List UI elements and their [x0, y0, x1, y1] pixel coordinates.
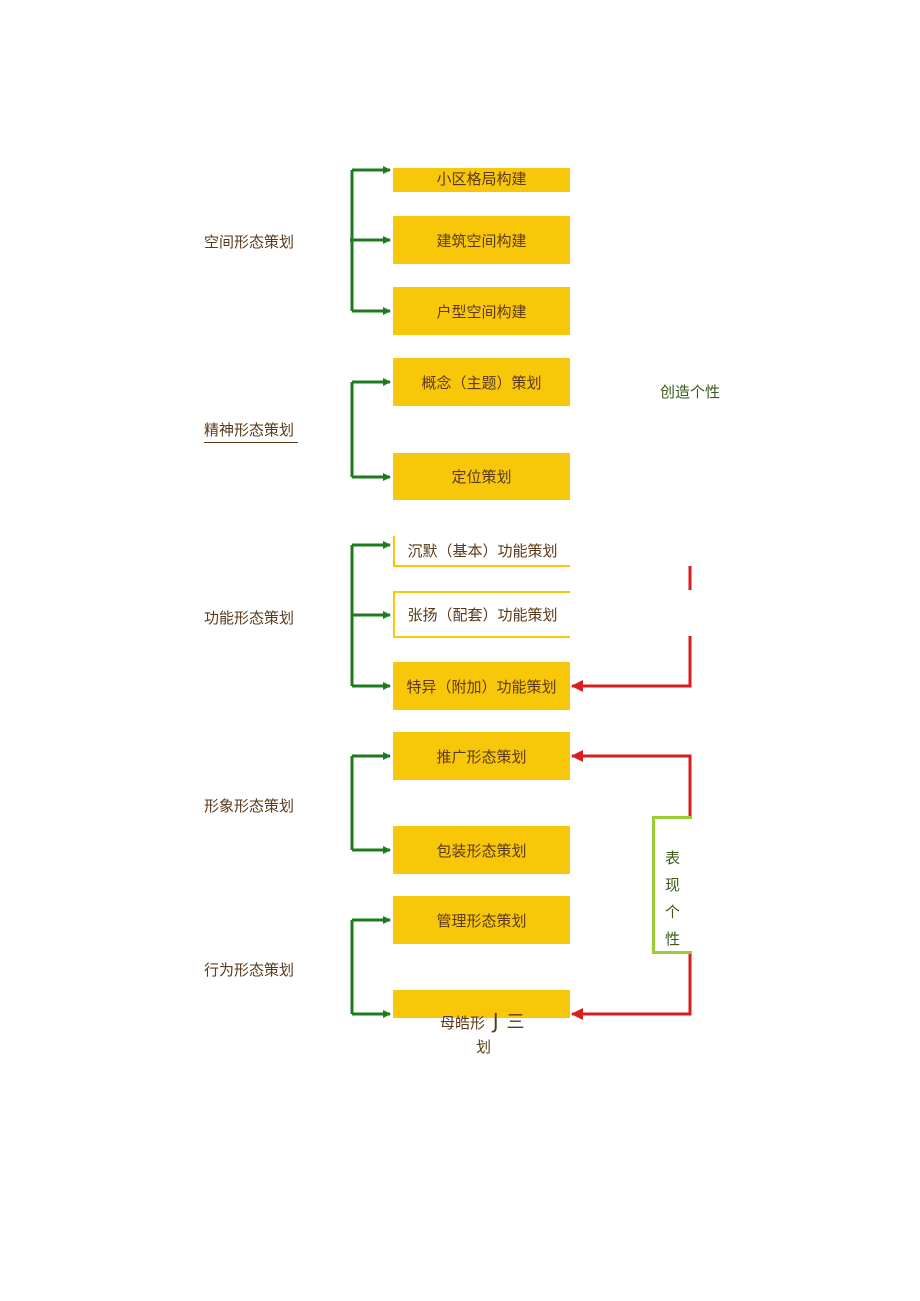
last-item-fragment-line1: 母皓形 J 三	[440, 1008, 524, 1034]
category-label-space: 空间形态策划	[204, 233, 295, 251]
note-express-individuality-box: 表 现 个 性	[652, 816, 692, 954]
last-item-fragment-line2: 划	[476, 1038, 492, 1056]
category-label-function: 功能形态策划	[204, 609, 295, 627]
item-box: 户型空间构建	[393, 287, 570, 335]
vertical-char: 表	[664, 849, 680, 867]
note-create-individuality: 创造个性	[660, 383, 721, 401]
category-label-image: 形象形态策划	[204, 797, 295, 815]
item-box: 推广形态策划	[393, 732, 570, 780]
item-box: 特异（附加）功能策划	[393, 662, 570, 710]
item-box: 建筑空间构建	[393, 216, 570, 264]
item-box: 沉默（基本）功能策划	[393, 536, 570, 567]
item-box-partial	[393, 990, 570, 1018]
item-box: 小区格局构建	[393, 168, 570, 192]
red-arrow-behavior	[571, 954, 692, 1020]
red-arrow-image	[571, 750, 692, 816]
item-box: 包装形态策划	[393, 826, 570, 874]
fragment-glyph: J	[492, 1009, 499, 1033]
vertical-char: 性	[664, 930, 680, 948]
fragment-text: 母皓形	[440, 1014, 486, 1032]
item-box: 概念（主题）策划	[393, 358, 570, 406]
fragment-tail: 三	[506, 1012, 525, 1033]
vertical-char: 现	[664, 876, 680, 894]
category-label-behavior: 行为形态策划	[204, 961, 295, 979]
item-box: 定位策划	[393, 453, 570, 500]
item-box: 张扬（配套）功能策划	[393, 591, 570, 638]
item-box: 管理形态策划	[393, 896, 570, 944]
vertical-char: 个	[664, 903, 680, 921]
red-arrow-function	[571, 636, 692, 692]
category-label-spirit: 精神形态策划	[204, 420, 299, 443]
